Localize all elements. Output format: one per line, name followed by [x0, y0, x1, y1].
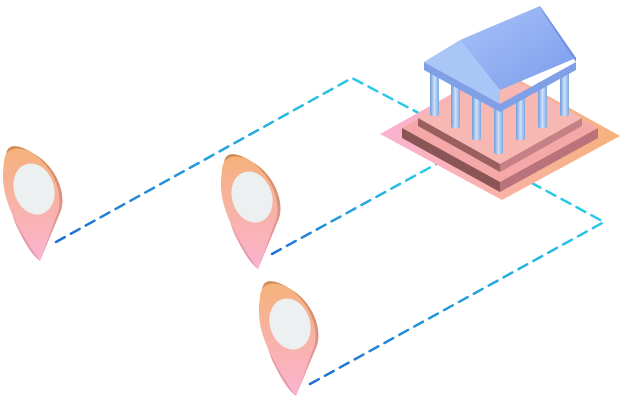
column: [430, 70, 439, 116]
location-pin-icon: [2, 146, 63, 261]
column: [560, 70, 569, 116]
building-base-step-lower-right: [500, 128, 598, 192]
building-base-step-upper-left: [418, 118, 500, 172]
pin-hole: [269, 298, 311, 350]
building-roof-right: [540, 6, 576, 62]
pin-hole: [13, 163, 55, 215]
column: [538, 82, 547, 128]
location-pin-icon: [258, 281, 319, 396]
building-base-step-upper-right: [500, 118, 582, 172]
bank-building-icon: [380, 6, 620, 200]
pin-hole: [231, 171, 273, 223]
route-lines: [54, 76, 607, 386]
route-line-pin-1: [54, 76, 434, 244]
column: [516, 94, 525, 140]
column: [494, 104, 503, 154]
location-pin-icon: [220, 154, 281, 269]
building-base-step-lower-left: [402, 128, 500, 192]
route-line-pin-2: [270, 160, 442, 256]
building-columns: [430, 70, 569, 154]
route-line-pin-3: [308, 180, 607, 386]
column: [472, 94, 481, 140]
building-roof-slope: [460, 6, 576, 90]
column: [451, 82, 460, 128]
building-roof-front: [424, 40, 500, 104]
